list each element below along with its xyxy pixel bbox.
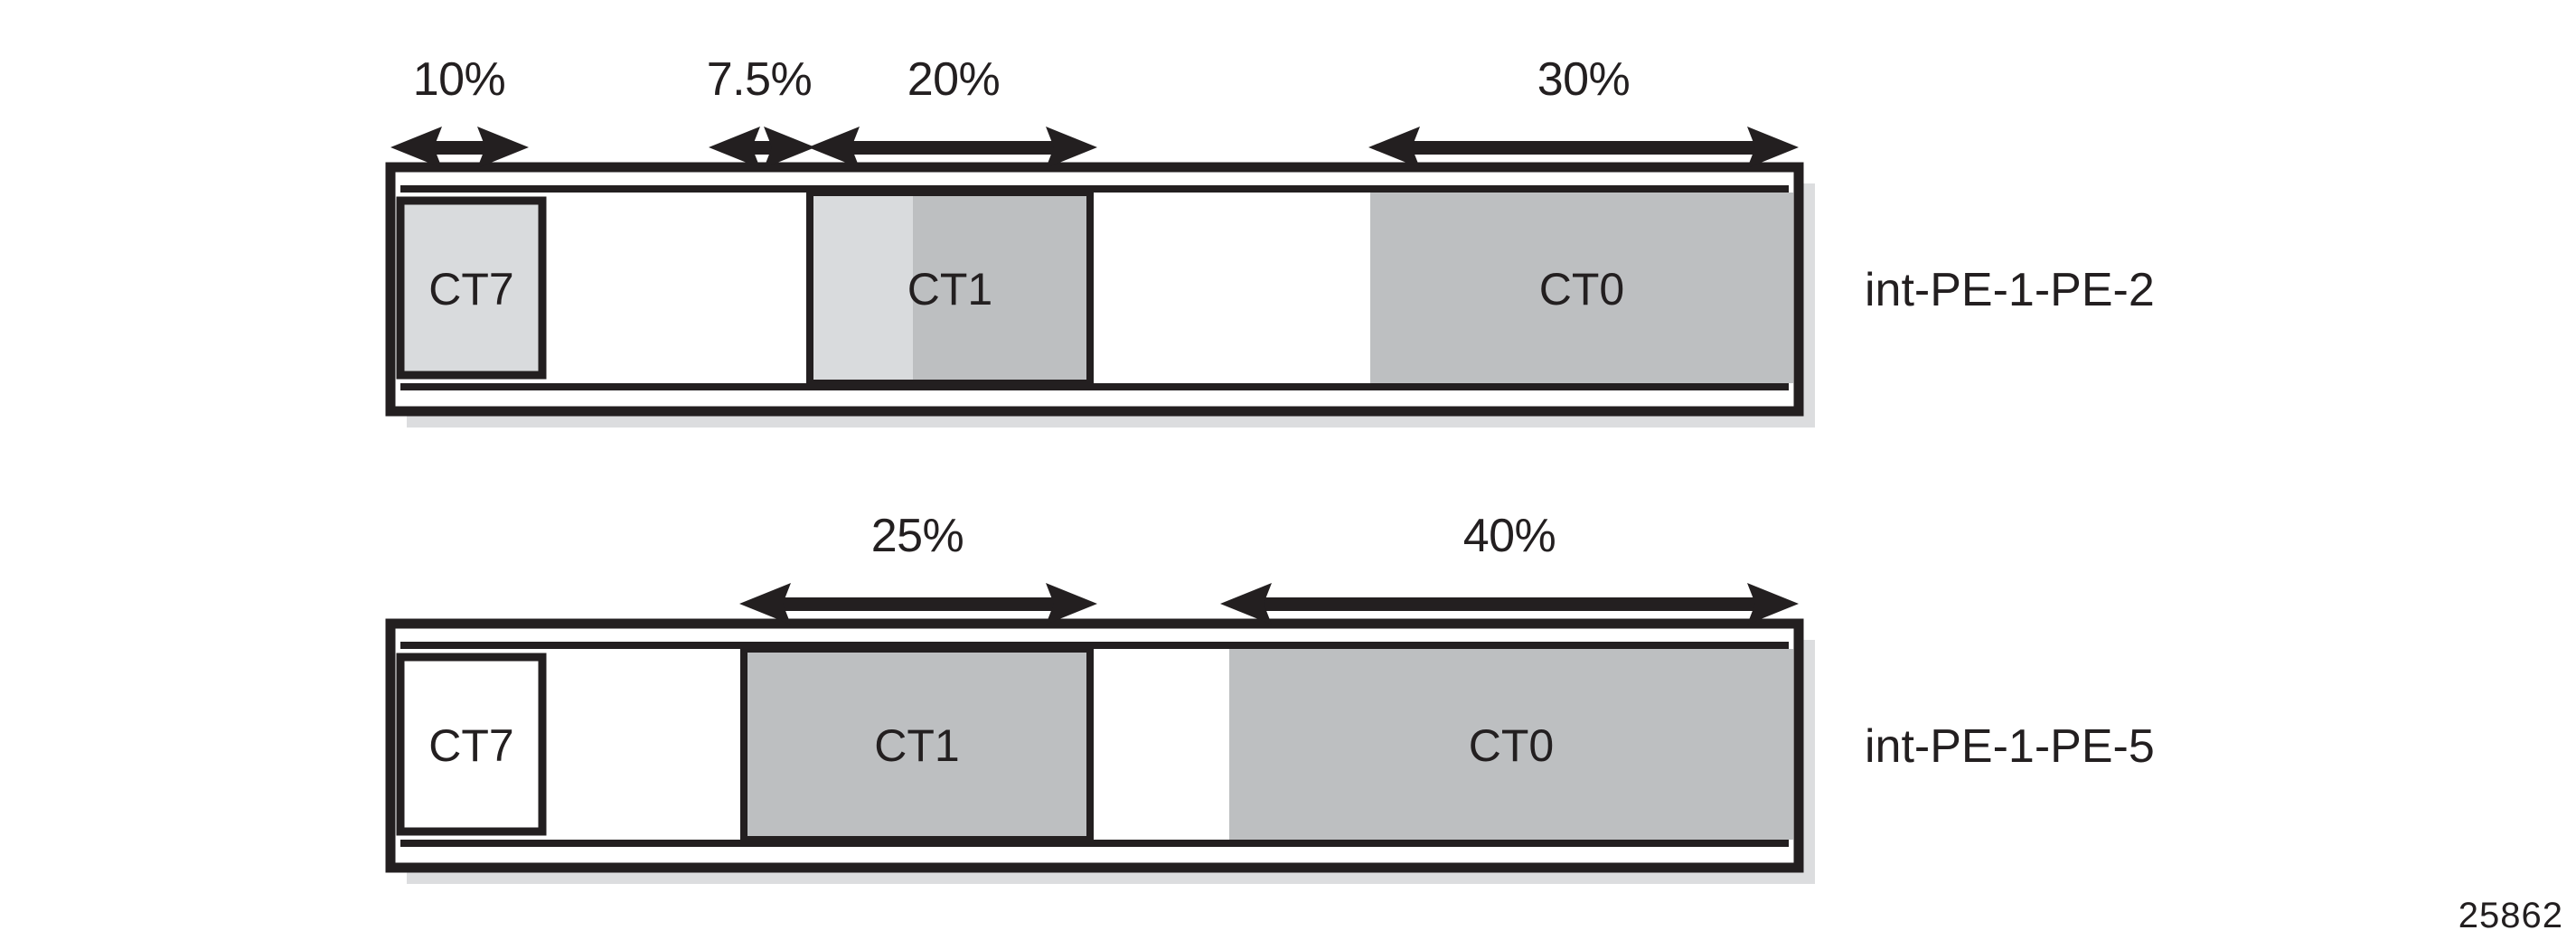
row1-measure-label-10pct: 10% [412,53,506,106]
row1-arrow-7-5pct [709,127,815,168]
row1-ct1-reserved-segment [810,193,913,383]
row1-measure-label-7-5pct: 7.5% [706,53,813,106]
row2-ct7-block [396,653,547,836]
row1-arrow-20pct [808,127,1097,168]
row1-inner-band-bottom-rule [400,383,1789,390]
row1-arrow-30pct [1368,127,1799,168]
row2-inner-band-bottom-rule [400,840,1789,847]
row1-ct1-label: CT1 [907,264,993,315]
row2-ct0-block [1229,649,1793,840]
row1-interface-label: int-PE-1-PE-2 [1865,264,2155,316]
row1-arrow-10pct [390,127,529,168]
row2-ct1-block [740,645,1094,843]
row2-inner-band-top-rule [400,642,1789,649]
row1-ct0-label: CT0 [1538,264,1625,315]
row1-measure-label-30pct: 30% [1537,53,1631,106]
row1-ct1-block-fill [913,193,1090,383]
row2-ct7-label: CT7 [428,720,514,771]
row1-ct0-block [1370,193,1793,383]
row2-ct0-label: CT0 [1468,720,1555,771]
row2-measure-label-40pct: 40% [1462,510,1556,562]
row1-ct7-block [396,196,547,380]
row2-arrow-25pct [739,583,1097,625]
row2-arrow-40pct [1220,583,1799,625]
row1-inner-band-top-rule [400,185,1789,193]
row2-ct1-label: CT1 [874,720,960,771]
row2-interface-label: int-PE-1-PE-5 [1865,720,2155,773]
row1-ct7-label: CT7 [428,264,514,315]
row1-ct1-block-outline [806,189,1094,387]
figure-id-number: 25862 [2458,896,2563,935]
row2-measure-label-25pct: 25% [870,510,964,562]
row1-measure-label-20pct: 20% [907,53,1001,106]
